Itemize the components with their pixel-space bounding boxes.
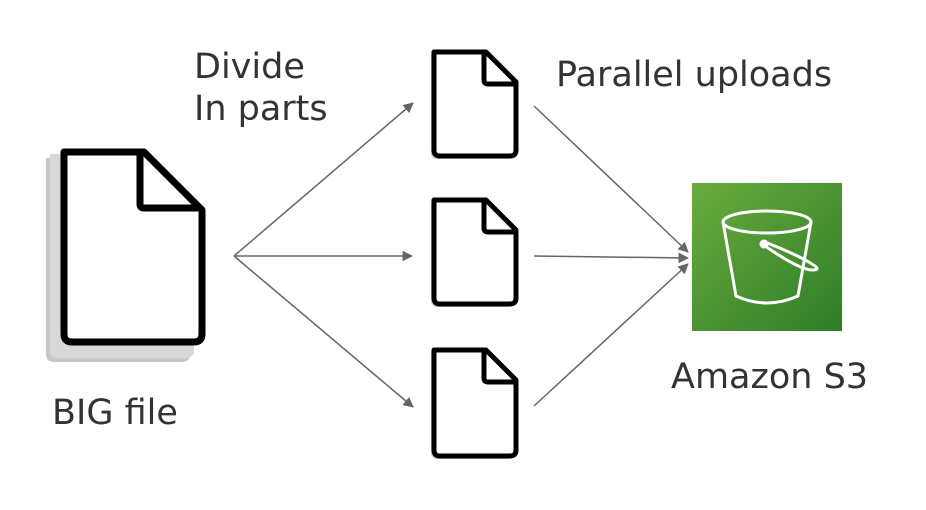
divide-in-parts-label: Divide In parts [194,46,328,130]
s3-tile [692,183,842,331]
bucket-icon [721,209,819,305]
upload-arrow-3 [533,263,689,407]
part-file-icon-1 [431,49,519,159]
part-file-icon-3 [431,347,519,459]
upload-arrow-2 [533,252,690,264]
arrow-to-part-1 [233,102,414,257]
big-file-icon [46,148,206,362]
divide-label-line-1: Divide [194,47,305,87]
part-file-icon-2 [431,197,519,307]
parallel-uploads-label: Parallel uploads [556,55,833,95]
arrow-to-part-3 [233,255,414,408]
upload-arrows [533,105,690,407]
divide-arrows [233,102,414,408]
divide-label-line-2: In parts [194,89,328,129]
amazon-s3-label: Amazon S3 [671,357,869,397]
big-file-label: BIG file [52,393,178,433]
upload-arrow-1 [533,105,689,253]
